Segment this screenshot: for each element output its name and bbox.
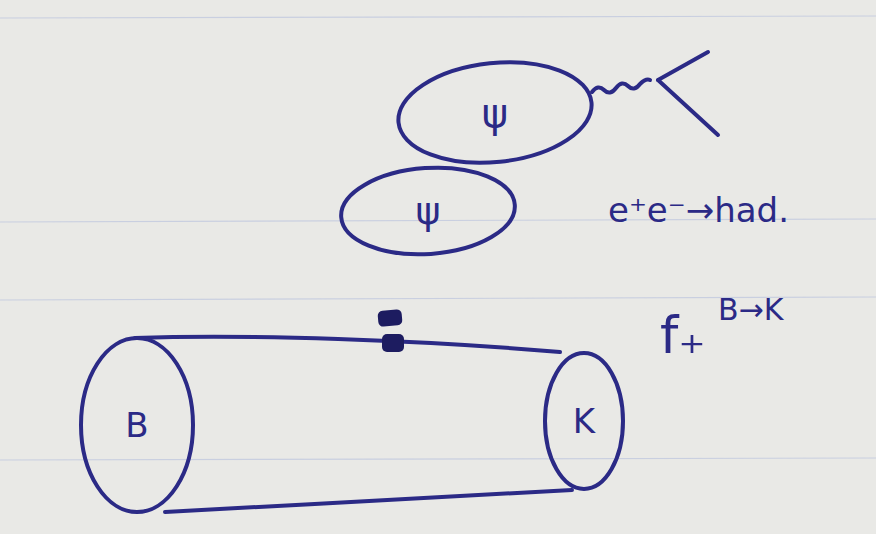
ellipse-node: B [78, 335, 196, 515]
photon-line [592, 52, 718, 135]
vertex-blobs [377, 309, 404, 352]
ellipse-node: ψ [338, 165, 518, 257]
handwritten-label: f₊ [660, 305, 706, 365]
node-text: ψ [482, 90, 508, 136]
ellipse-node: ψ [395, 60, 595, 165]
node-text: B [125, 405, 148, 445]
ellipse-node: K [542, 350, 626, 492]
node-text: ψ [415, 189, 440, 233]
handwritten-label: B→K [718, 292, 783, 327]
tube-outline [135, 337, 572, 512]
paper-lines [0, 16, 876, 460]
handwritten-label: e⁺e⁻→had. [608, 190, 789, 230]
node-text: K [573, 401, 595, 441]
